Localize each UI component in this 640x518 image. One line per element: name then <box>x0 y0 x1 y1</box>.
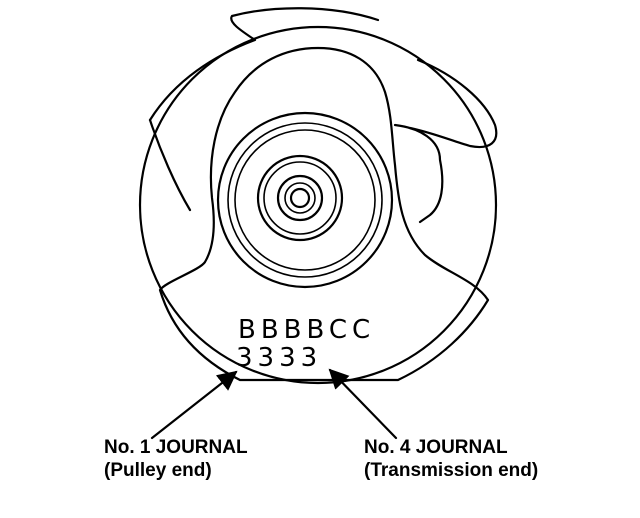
journal-boss <box>256 154 344 242</box>
center-bore-mid <box>284 182 316 214</box>
crank-code-numbers: 3333 <box>236 343 322 373</box>
crank-outer-disc <box>138 25 498 385</box>
journal-4-label: No. 4 JOURNAL <box>364 437 508 458</box>
center-bore-outer <box>276 174 324 222</box>
journal-1-leader-arrow <box>150 370 238 440</box>
journal-4-leader-arrow <box>328 368 398 440</box>
web-edge-left <box>148 118 192 212</box>
journal-1-label: No. 1 JOURNAL <box>104 437 248 458</box>
rear-counterweight-left <box>148 7 380 122</box>
center-bore <box>289 187 311 209</box>
journal-boss-inner <box>263 161 337 235</box>
rear-counterweight-right <box>408 58 498 149</box>
crankshaft-illustration <box>138 7 498 385</box>
crank-web <box>158 46 490 382</box>
journal-4-sublabel: (Transmission end) <box>364 460 538 481</box>
web-edge-right <box>393 123 444 224</box>
journal-ring-3 <box>234 129 376 271</box>
journal-outer-ring <box>216 111 394 289</box>
crank-code-letters: BBBBCC <box>238 315 375 345</box>
journal-ring-2 <box>227 122 383 278</box>
journal-1-sublabel: (Pulley end) <box>104 460 212 481</box>
